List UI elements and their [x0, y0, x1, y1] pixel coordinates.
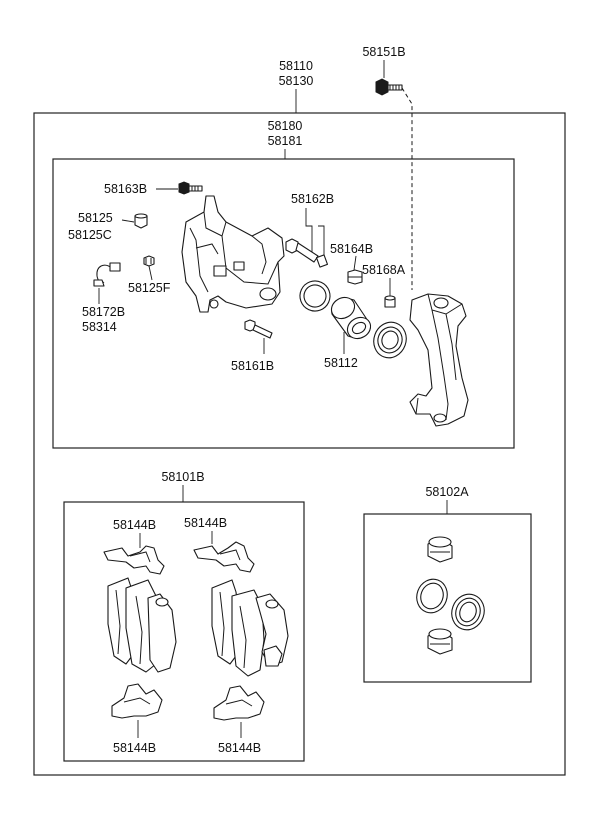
label-58181: 58181	[268, 134, 303, 148]
label-58168A: 58168A	[362, 263, 406, 277]
label-58144B-top-right: 58144B	[184, 516, 227, 530]
label-58102A: 58102A	[425, 485, 469, 499]
label-58162B: 58162B	[291, 192, 334, 206]
label-58144B-bottom-left: 58144B	[113, 741, 156, 755]
outer-assembly-frame	[33, 112, 566, 776]
seal-kit-oring	[416, 578, 448, 614]
seal-kit-frame	[363, 513, 532, 683]
piston-58112	[330, 296, 372, 340]
anti-rattle-clip-bottom-right	[213, 685, 265, 721]
brake-pad-kit-frame	[63, 501, 305, 762]
label-58110: 58110	[279, 59, 313, 73]
label-58101B: 58101B	[161, 470, 204, 484]
pad-wear-sensor-58172B	[93, 262, 121, 304]
bleeder-screw-58125F	[143, 255, 155, 281]
anti-rattle-clip-top-right	[193, 541, 255, 573]
brake-pad-right-shim	[255, 593, 289, 667]
label-58144B-top-left: 58144B	[113, 518, 156, 532]
seal-kit-boot-top	[427, 536, 453, 563]
guide-rod-bolt-58161B	[244, 319, 273, 354]
brake-pad-left-back	[147, 593, 177, 673]
guide-bolt-58151B	[375, 60, 413, 290]
caliper-housing-frame	[52, 158, 515, 449]
leader-58162B	[305, 208, 325, 256]
anti-rattle-clip-bottom-left	[111, 683, 163, 719]
label-58161B: 58161B	[231, 359, 274, 373]
label-58112: 58112	[324, 356, 358, 370]
label-58125: 58125	[78, 211, 113, 225]
anti-rattle-clip-top-left	[103, 545, 165, 575]
guide-bushing-58168A	[384, 295, 396, 308]
label-58125C: 58125C	[68, 228, 112, 242]
caliper-bracket	[409, 293, 469, 427]
label-58314: 58314	[82, 320, 117, 334]
label-58125F: 58125F	[128, 281, 171, 295]
seal-kit-boot-bottom	[427, 628, 453, 655]
seal-kit-piston-seal	[451, 593, 485, 631]
label-58164B: 58164B	[330, 242, 373, 256]
label-58172B: 58172B	[82, 305, 125, 319]
caliper-body	[181, 195, 285, 313]
label-58180: 58180	[268, 119, 303, 133]
guide-boot-58164B	[347, 269, 363, 285]
piston-seal-ring	[299, 280, 331, 312]
label-58144B-bottom-right: 58144B	[218, 741, 261, 755]
label-58163B: 58163B	[104, 182, 147, 196]
bleeder-bolt-58163B	[178, 181, 203, 195]
bleeder-cap-58125	[134, 213, 148, 229]
brake-pad-right-inner	[231, 589, 265, 677]
guide-pin-58162B	[285, 238, 329, 268]
label-58151B: 58151B	[362, 45, 405, 59]
dust-boot	[373, 321, 407, 359]
label-58130: 58130	[279, 74, 314, 88]
